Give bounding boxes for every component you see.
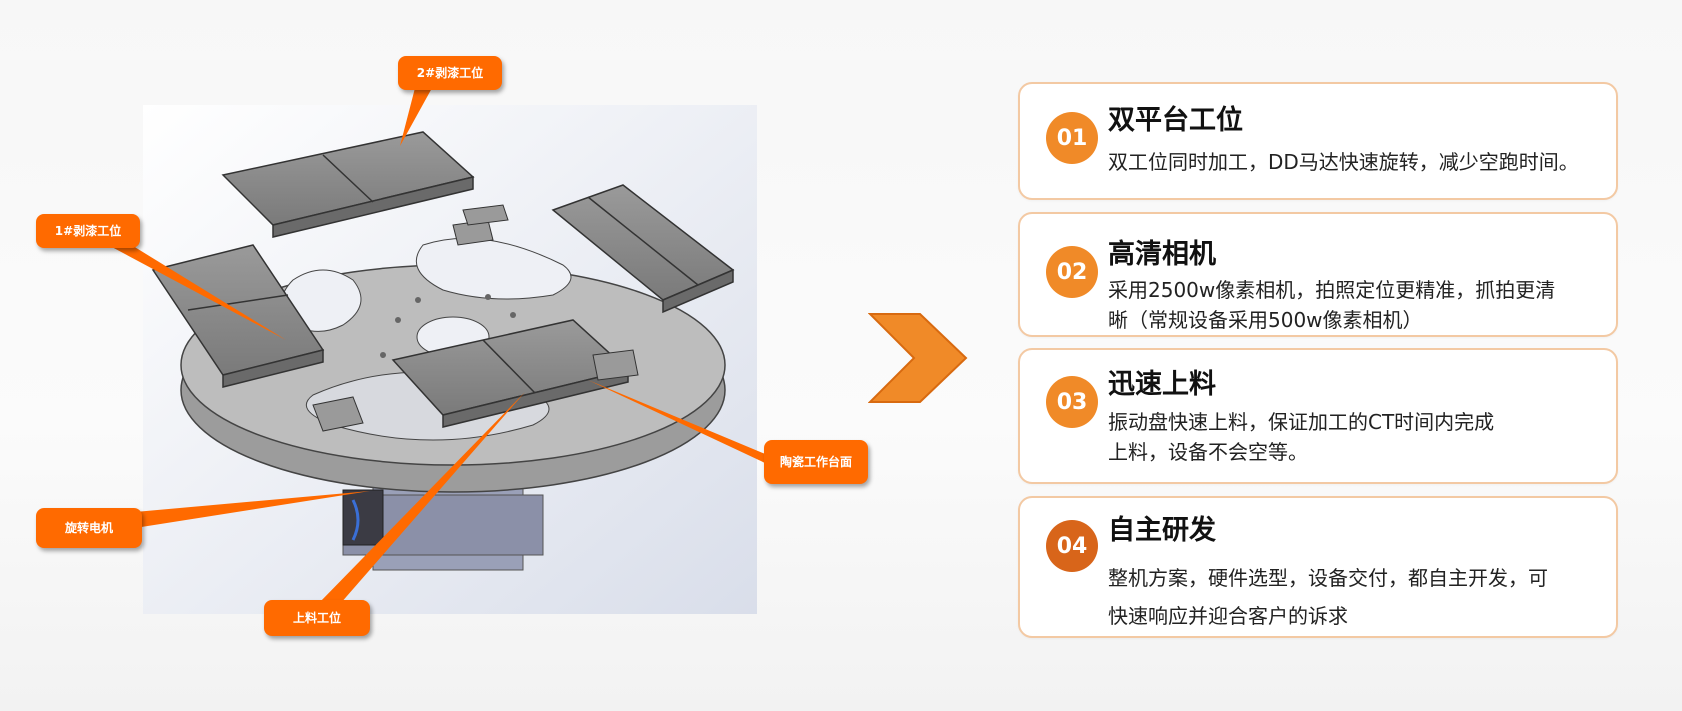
- feature-description: 整机方案，硬件选型，设备交付，都自主开发，可: [1108, 566, 1548, 590]
- feature-description: 快速响应并迎合客户的诉求: [1108, 604, 1348, 628]
- pointer-ceramic-table: [588, 380, 780, 470]
- callout-station2: 2#剥漆工位: [398, 56, 502, 90]
- pointer-station1: [95, 238, 286, 340]
- pointer-station2: [400, 88, 432, 146]
- feature-description: 振动盘快速上料，保证加工的CT时间内完成: [1108, 410, 1495, 434]
- feature-description: 上料，设备不会空等。: [1108, 440, 1308, 464]
- feature-title: 双平台工位: [1108, 105, 1243, 136]
- feature-number-badge: 03: [1046, 376, 1098, 428]
- callout-station1: 1#剥漆工位: [36, 214, 140, 248]
- feature-description: 晰（常规设备采用500w像素相机）: [1108, 308, 1423, 332]
- feature-card-04: 04 自主研发 整机方案，硬件选型，设备交付，都自主开发，可 快速响应并迎合客户…: [1018, 496, 1618, 638]
- pointer-rotary-motor: [135, 491, 370, 528]
- feature-card-01: 01 双平台工位 双工位同时加工，DD马达快速旋转，减少空跑时间。: [1018, 82, 1618, 200]
- callout-rotary-motor: 旋转电机: [36, 508, 142, 548]
- feature-title: 自主研发: [1108, 515, 1216, 546]
- feature-number-badge: 04: [1046, 520, 1098, 572]
- feature-card-02: 02 高清相机 采用2500w像素相机，拍照定位更精准，抓拍更清 晰（常规设备采…: [1018, 212, 1618, 337]
- feature-title: 迅速上料: [1108, 369, 1216, 400]
- feature-description: 双工位同时加工，DD马达快速旋转，减少空跑时间。: [1108, 150, 1579, 174]
- callout-ceramic-table: 陶瓷工作台面: [764, 440, 868, 484]
- callout-loading-station: 上料工位: [264, 600, 370, 636]
- feature-title: 高清相机: [1108, 239, 1216, 270]
- rotary-table-machine-illustration: [143, 105, 757, 614]
- chevron-right-icon: [868, 313, 968, 403]
- feature-number-badge: 02: [1046, 246, 1098, 298]
- feature-number-badge: 01: [1046, 112, 1098, 164]
- feature-card-03: 03 迅速上料 振动盘快速上料，保证加工的CT时间内完成 上料，设备不会空等。: [1018, 348, 1618, 484]
- pointer-loading-station: [318, 392, 525, 604]
- feature-description: 采用2500w像素相机，拍照定位更精准，抓拍更清: [1108, 278, 1556, 302]
